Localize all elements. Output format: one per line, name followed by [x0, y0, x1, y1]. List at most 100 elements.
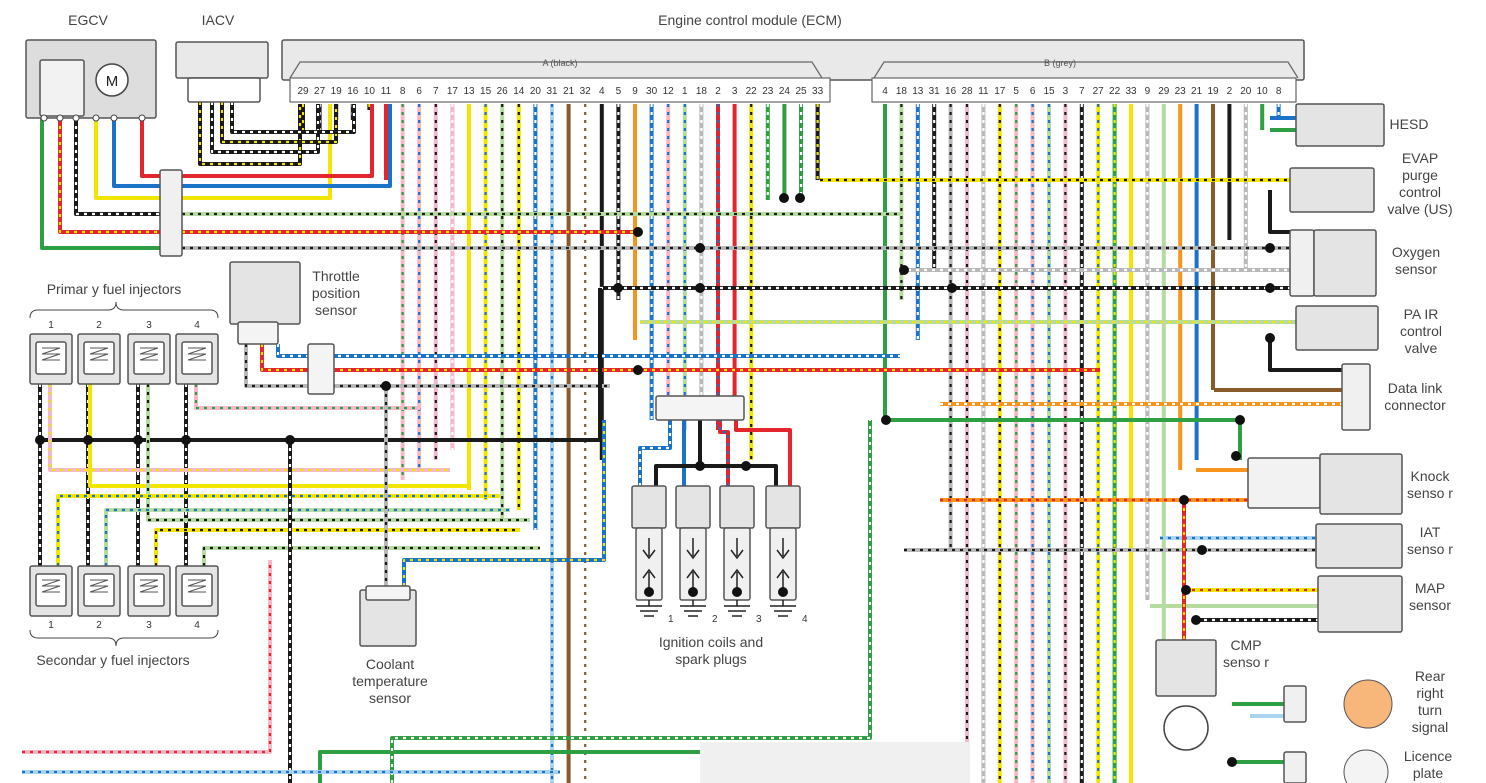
iacv-wire-stripe	[220, 102, 338, 144]
iacv-label: IACV	[201, 12, 235, 28]
connector-a-pins	[289, 77, 831, 103]
dlc-wire	[886, 418, 1242, 460]
knock-plug	[1247, 457, 1321, 509]
pin-b-label: 6	[1030, 86, 1036, 97]
coolant-label: Coolant temperature sensor	[352, 656, 428, 706]
pin-a-label: 2	[715, 86, 721, 97]
pin-a-label: 25	[795, 86, 807, 97]
junction-dot	[181, 435, 191, 445]
injector-wire	[48, 384, 450, 472]
egcv-wire	[112, 118, 160, 188]
junction-dot	[644, 587, 654, 597]
pin-dot	[92, 114, 100, 122]
throttle-junction	[307, 343, 335, 395]
throttle-wire-stripe	[260, 344, 1100, 372]
throttle-plug	[237, 321, 279, 345]
pin-a-label: 16	[347, 86, 359, 97]
cmp-box	[1155, 639, 1217, 697]
junction-dot	[285, 435, 295, 445]
pin-a-label: 5	[616, 86, 622, 97]
coil-wire	[734, 420, 792, 486]
secondary-injectors-label: Secondar y fuel injectors	[36, 652, 190, 668]
throttle-wire-stripe	[244, 344, 610, 388]
bottom-wire-stripe	[390, 420, 872, 783]
connector-a-bracket	[289, 61, 823, 79]
secondary-injector-coil	[181, 573, 213, 607]
injector-wire-stripe	[48, 384, 450, 472]
pin-a-label: 1	[682, 86, 688, 97]
pin-b-label: 18	[896, 86, 908, 97]
pin-dot	[72, 114, 80, 122]
primary-injector-coil	[35, 341, 67, 375]
wires	[22, 102, 1346, 783]
ignition-coil	[631, 485, 667, 529]
evap-wire	[1268, 190, 1290, 234]
junction-dot	[1231, 451, 1241, 461]
injector-wire-stripe	[146, 384, 530, 522]
pin-b-label: 27	[1093, 86, 1105, 97]
licence-label: Licence plate	[1403, 748, 1453, 781]
pin-b-label: 17	[994, 86, 1006, 97]
pin-a-label: 13	[463, 86, 475, 97]
injector-wire	[56, 494, 500, 566]
throttle-wire	[276, 344, 900, 358]
primary-injector-spring	[89, 347, 109, 361]
bottom-wire-stripe	[22, 560, 272, 754]
ground-icon	[680, 600, 706, 617]
pin-a-label: 11	[381, 86, 392, 97]
iacv-wire-stripe	[210, 102, 320, 154]
connector-b-bracket	[873, 61, 1299, 79]
spark-symbol-icon	[776, 538, 790, 590]
coil-number: 3	[756, 614, 762, 625]
throttle-wire	[244, 344, 610, 388]
connector-b-label: B (grey)	[1044, 58, 1076, 68]
primary-injector-spring	[139, 347, 159, 361]
egcv-trunk	[182, 104, 392, 188]
pair-wire	[1268, 338, 1346, 372]
pin-a-label: 22	[746, 86, 758, 97]
ignition-coil	[765, 485, 801, 529]
pin-b-label: 22	[1109, 86, 1121, 97]
secondary-injector-coil	[35, 573, 67, 607]
pin-b-label: 10	[1257, 86, 1269, 97]
egcv-wire	[94, 118, 160, 200]
pin-a-label: 31	[546, 86, 558, 97]
pin-b-label: 7	[1079, 86, 1085, 97]
pin-b-label: 20	[1240, 86, 1252, 97]
map-label: MAP sensor	[1408, 580, 1452, 613]
junction-dot	[1227, 757, 1237, 767]
pin-a-label: 17	[447, 86, 459, 97]
junction-dot	[688, 587, 698, 597]
secondary-injector-brace	[29, 629, 219, 647]
secondary-injector-number: 3	[146, 620, 152, 631]
junction-dot	[695, 461, 705, 471]
connector-a-label: A (black)	[542, 58, 577, 68]
licence-plug	[1283, 751, 1307, 783]
injector-wire	[88, 384, 470, 488]
secondary-injector-spring	[89, 579, 109, 593]
junction-dot	[947, 283, 957, 293]
throttle-box	[229, 261, 301, 325]
junction-dot	[1191, 615, 1201, 625]
junction-dot	[741, 461, 751, 471]
pin-a-label: 9	[632, 86, 638, 97]
coil-number: 1	[668, 614, 674, 625]
primary-injector-brace	[29, 301, 219, 319]
secondary-injector-coil	[133, 573, 165, 607]
egcv-wire-stripe	[58, 118, 160, 234]
ignition-label: Ignition coils and spark plugs	[658, 634, 764, 667]
oxygen-label: Oxygen sensor	[1391, 244, 1441, 277]
egcv-wire-stripe	[74, 118, 160, 216]
pin-dot	[56, 114, 64, 122]
injector-wire	[202, 546, 540, 566]
ignition-coil	[719, 485, 755, 529]
motor-label: M	[106, 73, 119, 90]
primary-injector-number: 2	[96, 320, 102, 331]
oxygen-plug	[1289, 229, 1315, 297]
hesd-box	[1295, 103, 1385, 147]
pin-a-label: 3	[732, 86, 738, 97]
egcv-wire	[40, 118, 160, 250]
pin-b-label: 33	[1125, 86, 1137, 97]
pin-a-label: 10	[364, 86, 376, 97]
